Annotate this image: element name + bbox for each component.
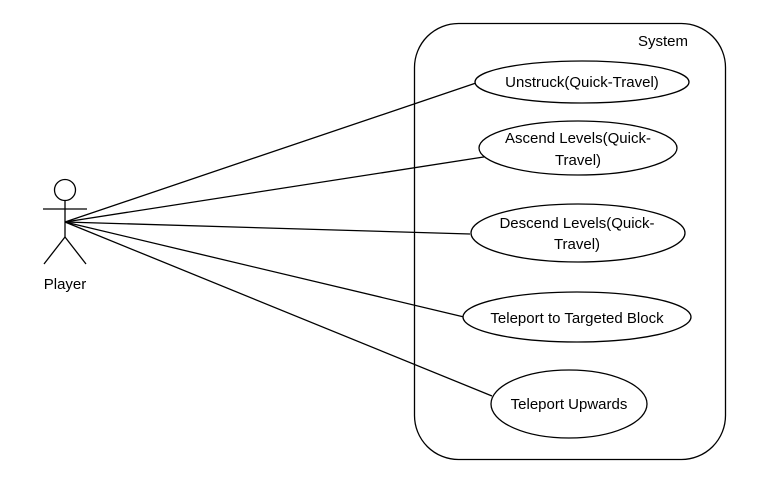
associations — [64, 82, 493, 397]
use-case-label-line-1: Ascend Levels(Quick- — [505, 130, 651, 147]
actor-label: Player — [44, 276, 87, 293]
association-line — [64, 221, 493, 397]
use-case-label-line-1: Descend Levels(Quick- — [499, 215, 654, 232]
use-case-label-line-2: Travel) — [555, 152, 601, 169]
actor-left-leg — [43, 236, 66, 265]
use-case-ellipse — [478, 120, 678, 176]
use-case-ellipse — [490, 369, 648, 439]
use-case-teleport-upwards[interactable]: Teleport Upwards — [490, 369, 648, 439]
system-label: System — [638, 33, 688, 50]
use-case-label: Teleport Upwards — [511, 396, 628, 413]
actor-player[interactable] — [43, 178, 87, 265]
use-case-label: Teleport to Targeted Block — [490, 310, 664, 327]
association-line — [64, 221, 471, 235]
use-case-label: Unstruck(Quick-Travel) — [505, 74, 659, 91]
association-line — [64, 221, 465, 318]
use-case-ellipse — [462, 291, 692, 343]
use-case-unstruck[interactable]: Unstruck(Quick-Travel) — [474, 60, 690, 104]
use-case-descend-levels[interactable]: Descend Levels(Quick- Travel) — [470, 203, 686, 263]
use-case-ellipse — [470, 203, 686, 263]
use-case-ellipse — [474, 60, 690, 104]
use-case-label-line-2: Travel) — [554, 236, 600, 253]
association-line — [64, 155, 491, 223]
use-case-ascend-levels[interactable]: Ascend Levels(Quick- Travel) — [478, 120, 678, 176]
use-case-teleport-to-targeted-block[interactable]: Teleport to Targeted Block — [462, 291, 692, 343]
actor-head — [53, 178, 77, 202]
actor-right-leg — [64, 236, 87, 265]
association-line — [64, 82, 477, 223]
